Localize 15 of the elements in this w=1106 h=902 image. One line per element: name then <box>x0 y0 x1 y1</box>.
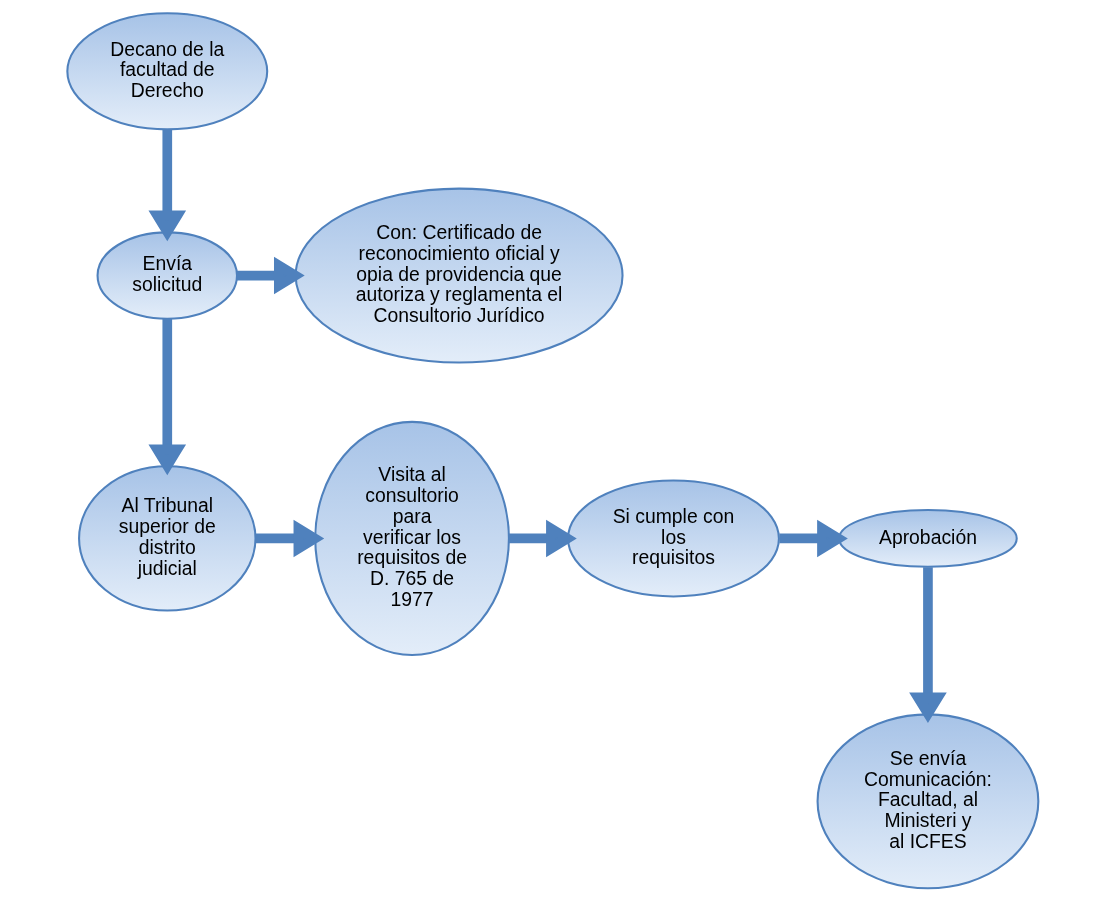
arrow <box>509 519 577 558</box>
node-ellipse: Decano de la facultad de Derecho <box>66 12 269 131</box>
node-ellipse: Se envía Comunicación: Facultad, al Ministeri y al ICFES <box>816 713 1040 890</box>
arrow <box>148 318 187 476</box>
node-ellipse: Aprobación <box>838 509 1018 568</box>
node-ellipse: Visita al consultorio para verificar los requisitos de D. 765 de 1977 <box>314 420 510 657</box>
node-ellipse: Si cumple con los requisitos <box>567 479 780 598</box>
arrow <box>255 519 325 558</box>
node-ellipse: Envía solicitud <box>96 231 239 320</box>
node-ellipse: Con: Certificado de reconocimiento oficial y opia de providencia que autoriza y reglamenta el Consultorio Jurídico <box>294 187 624 364</box>
arrow <box>909 567 947 724</box>
node-ellipse: Al Tribunal superior de distrito judicial <box>78 465 257 612</box>
arrow <box>779 519 848 558</box>
arrow <box>148 129 187 242</box>
arrow <box>236 256 305 295</box>
